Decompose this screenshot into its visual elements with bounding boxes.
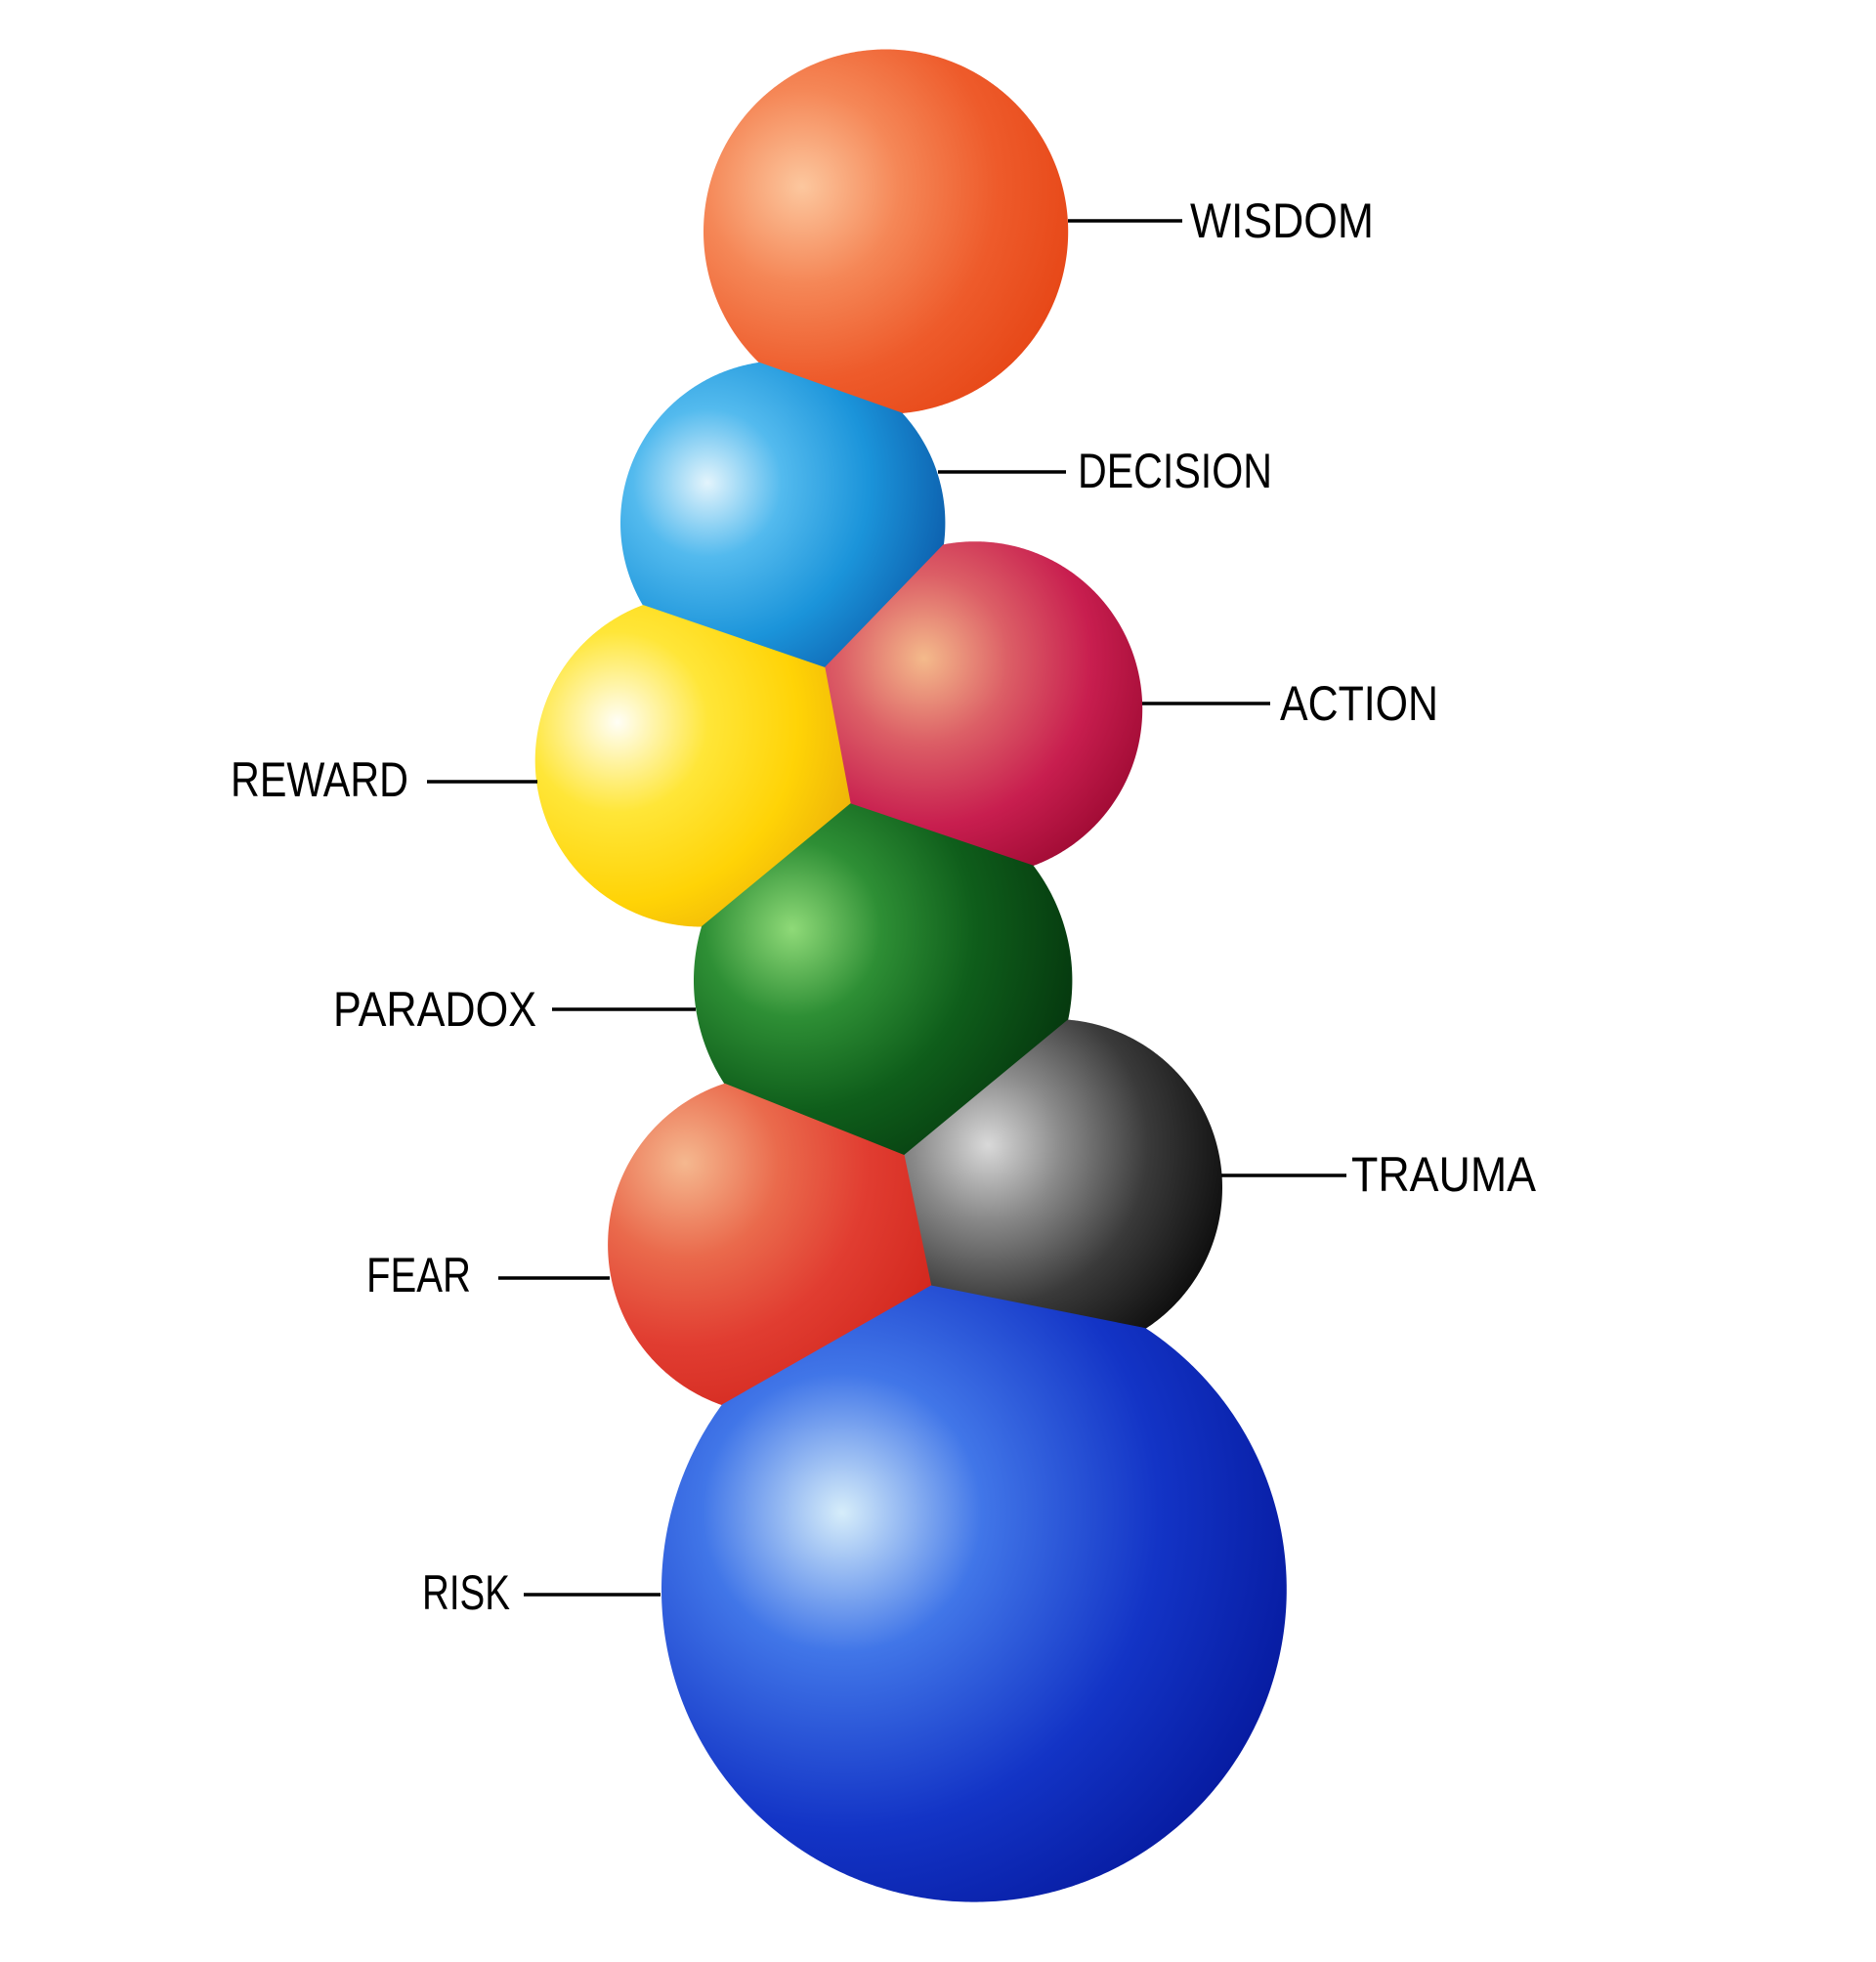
sphere-reward <box>534 605 851 927</box>
label-fear: FEAR <box>366 1248 471 1302</box>
sphere-action <box>824 541 1143 867</box>
label-action: ACTION <box>1280 676 1438 731</box>
label-trauma: TRAUMA <box>1351 1147 1537 1202</box>
spheres-group <box>534 49 1287 1902</box>
sphere-fear <box>608 1083 932 1406</box>
sphere-trauma <box>903 1019 1222 1329</box>
sphere-risk <box>661 1285 1287 1902</box>
label-wisdom: WISDOM <box>1190 193 1374 248</box>
label-reward: REWARD <box>231 752 408 807</box>
label-decision: DECISION <box>1078 444 1272 498</box>
label-risk: RISK <box>422 1565 510 1620</box>
sphere-decision <box>620 362 946 668</box>
sphere-wisdom <box>704 49 1069 413</box>
labels-group: WISDOM DECISION ACTION REWARD PARADOX TRAUMA F… <box>231 193 1537 1620</box>
sphere-paradox <box>694 803 1073 1156</box>
label-paradox: PARADOX <box>333 982 536 1037</box>
